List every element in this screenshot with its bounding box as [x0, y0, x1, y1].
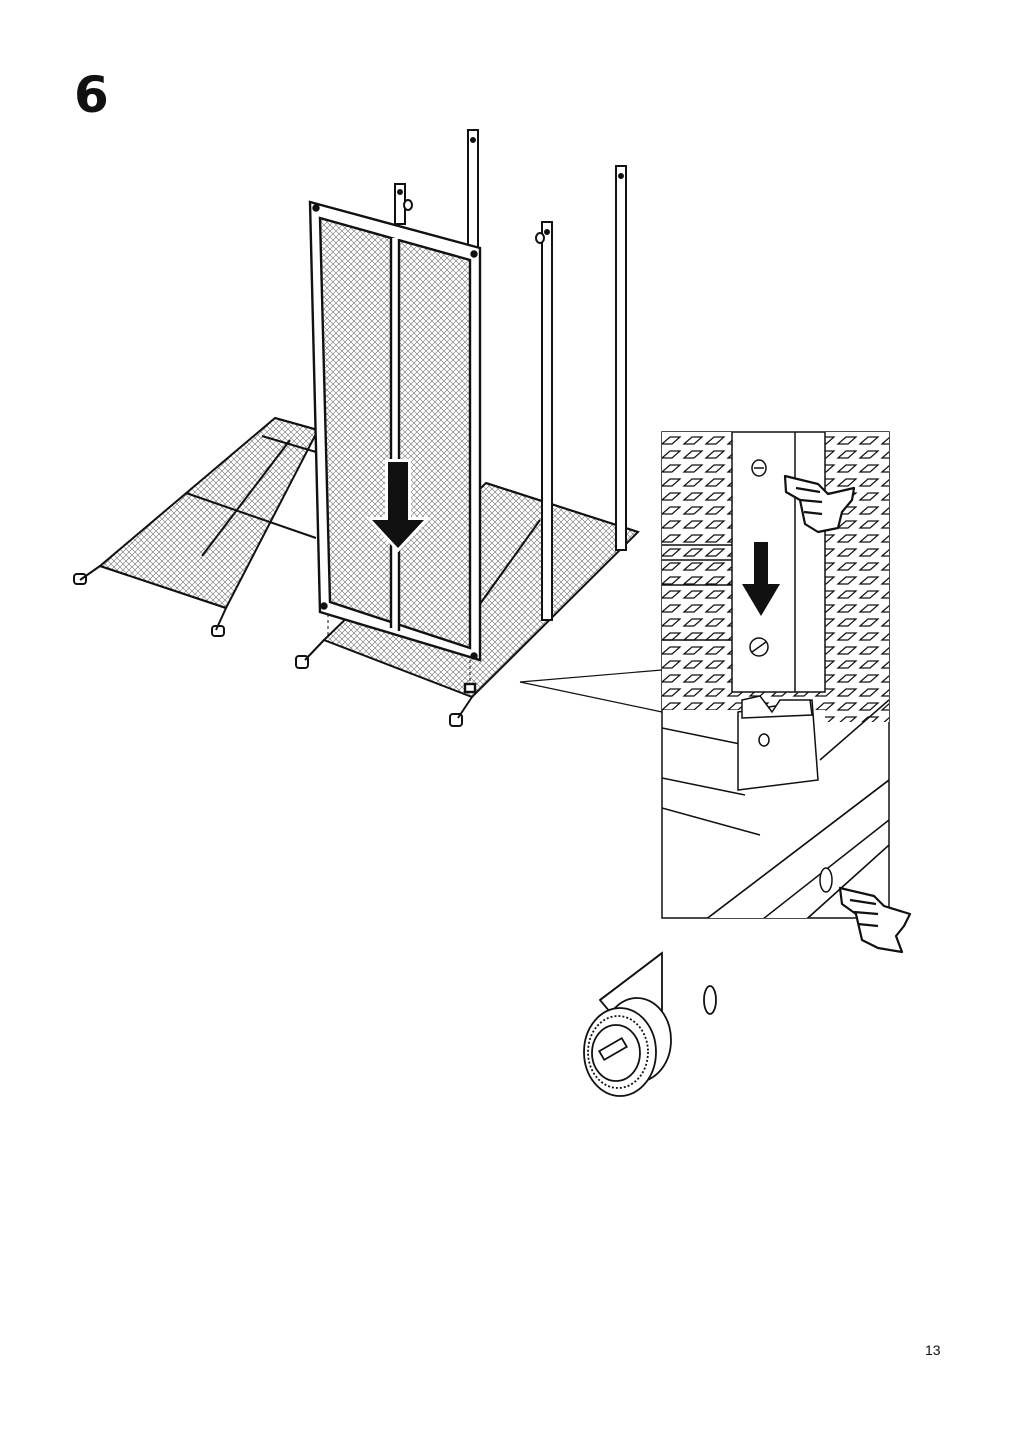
pointing-hand-icon: [838, 886, 912, 954]
page-number: 13: [925, 1342, 941, 1358]
left-shelf-panel: [73, 416, 320, 637]
step-number: 6: [74, 66, 109, 124]
callout-lines: [519, 669, 663, 713]
pointing-hand-icon: [783, 474, 856, 534]
down-arrow-icon: [365, 459, 431, 553]
foot-cap: [583, 997, 672, 1097]
detail-view: [661, 431, 890, 919]
standing-mesh-panel: [308, 200, 482, 694]
down-arrow-icon: [742, 542, 780, 616]
